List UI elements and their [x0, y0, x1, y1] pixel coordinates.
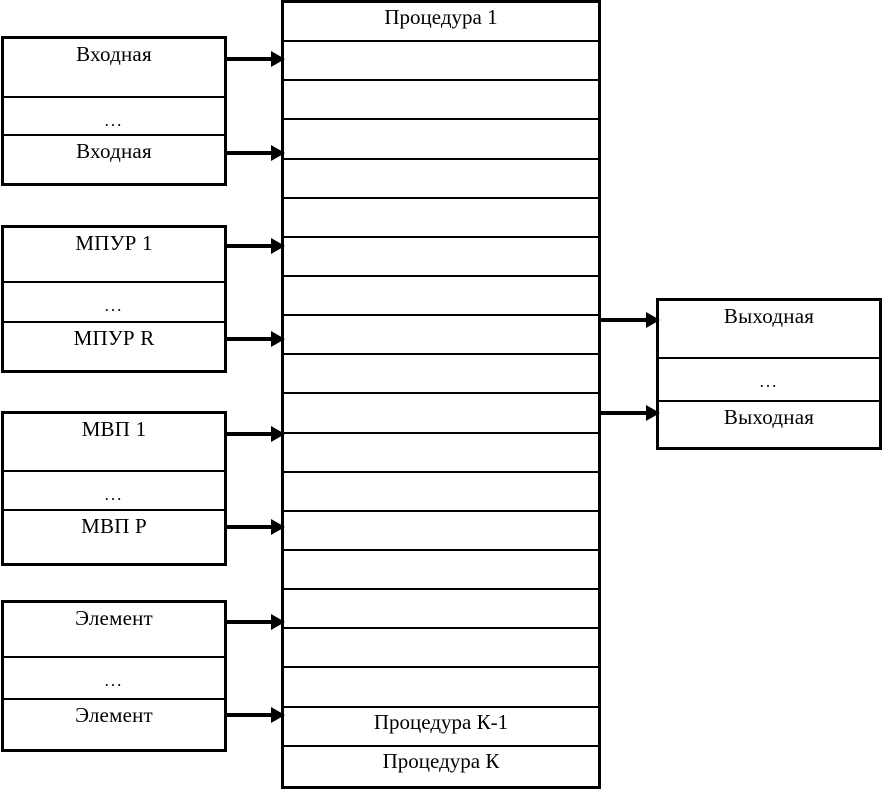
procedure-row-10: [284, 355, 598, 395]
arrow-mpur-1-to-procedure-head-icon: [271, 238, 285, 254]
block-element-row-1: Элемент: [4, 603, 224, 658]
procedure-row-14: [284, 512, 598, 551]
block-mpur-row-1: МПУР 1: [4, 228, 224, 283]
procedure-row-9: [284, 316, 598, 356]
procedure-row-20-label: Процедура К: [382, 748, 500, 773]
block-mpur-signals: МПУР 1 ... МПУР R: [1, 225, 227, 373]
arrow-procedure-to-output-n-head-icon: [646, 405, 660, 421]
block-mvp-row-ellipsis: ...: [4, 472, 224, 511]
block-mvp-signals: МВП 1 ... МВП P: [1, 411, 227, 566]
block-mpur-row-1-label: МПУР 1: [75, 231, 153, 255]
arrow-element-1-to-procedure-shaft: [226, 620, 273, 624]
procedure-row-12: [284, 434, 598, 473]
block-input-row-1-label: Входная: [76, 42, 152, 66]
block-output-row-1: Выходная: [659, 301, 879, 359]
procedure-row-19: Процедура К-1: [284, 708, 598, 747]
arrow-input-1-to-procedure-head-icon: [271, 51, 285, 67]
arrow-input-1-to-procedure-shaft: [226, 57, 273, 61]
block-output-row-2-label: Выходная: [723, 405, 815, 429]
procedure-row-3: [284, 81, 598, 121]
block-mpur-row-ellipsis-label: ...: [104, 296, 124, 315]
block-mvp-row-1-label: МВП 1: [81, 417, 147, 441]
block-element-row-ellipsis-label: ...: [104, 671, 124, 690]
block-input-row-1: Входная: [4, 39, 224, 98]
block-output-row-ellipsis: ...: [659, 359, 879, 402]
procedure-row-8: [284, 277, 598, 317]
arrow-input-n-to-procedure-head-icon: [271, 145, 285, 161]
block-mpur-row-2-label: МПУР R: [73, 326, 155, 350]
arrow-mvp-p-to-procedure-head-icon: [271, 519, 285, 535]
procedure-row-4: [284, 120, 598, 160]
arrow-mpur-r-to-procedure-shaft: [226, 337, 273, 341]
block-mvp-row-ellipsis-label: ...: [104, 485, 124, 504]
arrow-mvp-p-to-procedure-shaft: [226, 525, 273, 529]
procedure-row-19-label: Процедура К-1: [373, 709, 509, 734]
procedure-row-11: [284, 394, 598, 434]
block-output-signals: Выходная ... Выходная: [656, 298, 882, 450]
procedure-row-1: Процедура 1: [284, 3, 598, 43]
procedure-row-1-label: Процедура 1: [384, 5, 498, 29]
block-output-row-1-label: Выходная: [723, 304, 815, 328]
procedure-row-13: [284, 473, 598, 512]
procedure-row-5: [284, 160, 598, 199]
procedure-row-2: [284, 42, 598, 82]
block-element-row-ellipsis: ...: [4, 658, 224, 700]
procedure-row-15: [284, 551, 598, 591]
arrow-element-1-to-procedure-head-icon: [271, 614, 285, 630]
block-mvp-row-2-label: МВП P: [81, 514, 147, 538]
arrow-element-n-to-procedure-head-icon: [271, 707, 285, 723]
arrow-mvp-1-to-procedure-head-icon: [271, 426, 285, 442]
block-input-row-2: Входная: [4, 136, 224, 183]
procedure-row-18: [284, 668, 598, 708]
procedure-row-7: [284, 238, 598, 277]
block-input-signals: Входная ... Входная: [1, 36, 227, 186]
block-mvp-row-2: МВП P: [4, 511, 224, 563]
block-mpur-row-2: МПУР R: [4, 323, 224, 370]
block-output-row-ellipsis-label: ...: [759, 372, 779, 391]
arrow-input-n-to-procedure-shaft: [226, 151, 273, 155]
arrow-mpur-r-to-procedure-head-icon: [271, 331, 285, 347]
block-output-row-2: Выходная: [659, 402, 879, 449]
block-element-row-2: Элемент: [4, 700, 224, 749]
block-input-row-2-label: Входная: [76, 139, 152, 163]
procedure-row-16: [284, 590, 598, 630]
block-input-row-ellipsis-label: ...: [104, 111, 124, 130]
procedure-row-17: [284, 629, 598, 669]
block-input-row-ellipsis: ...: [4, 98, 224, 136]
arrow-procedure-to-output-1-shaft: [600, 318, 648, 322]
arrow-procedure-to-output-1-head-icon: [646, 312, 660, 328]
procedure-row-6: [284, 199, 598, 238]
block-element-row-1-label: Элемент: [75, 606, 153, 630]
arrow-mvp-1-to-procedure-shaft: [226, 432, 273, 436]
block-element-row-2-label: Элемент: [75, 703, 153, 727]
arrow-element-n-to-procedure-shaft: [226, 713, 273, 717]
block-mpur-row-ellipsis: ...: [4, 283, 224, 323]
arrow-mpur-1-to-procedure-shaft: [226, 244, 273, 248]
arrow-procedure-to-output-n-shaft: [600, 411, 648, 415]
procedure-row-20: Процедура К: [284, 747, 598, 786]
block-element-signals: Элемент ... Элемент: [1, 600, 227, 752]
block-mvp-row-1: МВП 1: [4, 414, 224, 472]
